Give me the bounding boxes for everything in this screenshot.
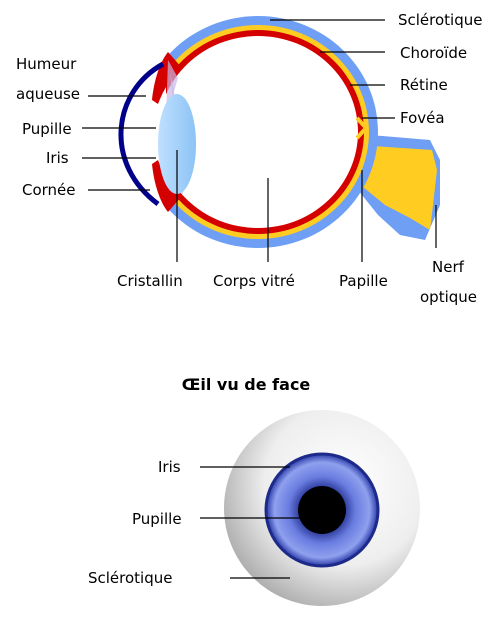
label-corps-vitre: Corps vitré	[213, 272, 295, 290]
front-view-title: Œil vu de face	[182, 375, 311, 394]
label-sclerotique-side: Sclérotique	[398, 11, 483, 29]
front-view-diagram: Œil vu de face Iris Pupille Sclérotique	[88, 375, 420, 606]
label-pupille-front: Pupille	[132, 510, 182, 528]
label-choroide: Choroïde	[400, 44, 467, 62]
label-iris-front: Iris	[158, 458, 181, 476]
label-cristallin: Cristallin	[117, 272, 183, 290]
label-iris-side: Iris	[46, 149, 69, 167]
cornea-shape	[118, 61, 165, 207]
label-sclerotique-front: Sclérotique	[88, 569, 173, 587]
lens-shape	[158, 94, 196, 194]
iris-upper-shape	[152, 52, 182, 104]
side-view-diagram: Humeur aqueuse Pupille Iris Cornée Sclér…	[16, 11, 483, 306]
label-nerf-line2: optique	[420, 288, 477, 306]
label-fovea: Fovéa	[400, 109, 445, 127]
label-humeur-line2: aqueuse	[16, 85, 80, 103]
pupil-front-shape	[298, 486, 346, 534]
label-humeur-line1: Humeur	[16, 55, 77, 73]
label-cornee: Cornée	[22, 181, 76, 199]
label-nerf-line1: Nerf	[432, 258, 465, 276]
optic-nerve-shape	[352, 146, 437, 230]
label-papille: Papille	[339, 272, 388, 290]
label-pupille-side: Pupille	[22, 120, 72, 138]
label-retine: Rétine	[400, 76, 448, 94]
vitreous-body-shape	[158, 36, 358, 228]
